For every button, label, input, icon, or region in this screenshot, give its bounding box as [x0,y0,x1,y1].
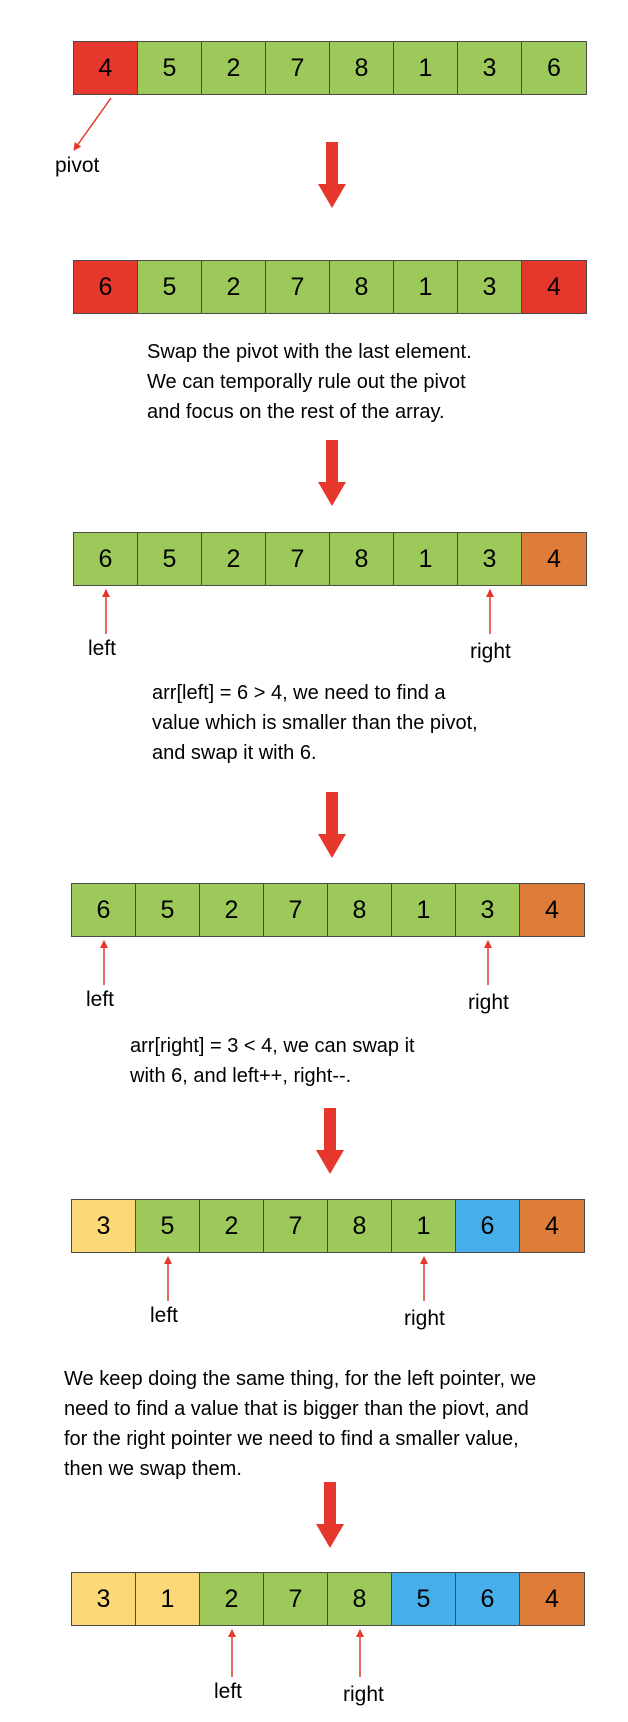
array-cell: 1 [394,261,458,313]
description-line: arr[right] = 3 < 4, we can swap it [130,1035,415,1057]
array-cell: 8 [328,1200,392,1252]
array-cell: 8 [330,533,394,585]
array-cell: 4 [522,261,586,313]
description-line: arr[left] = 6 > 4, we need to find a [152,682,446,704]
description-line: Swap the pivot with the last element. [147,341,472,363]
array-cell: 3 [456,884,520,936]
description-line: for the right pointer we need to find a … [64,1428,519,1450]
down-arrow-icon [318,792,346,858]
description-line: then we swap them. [64,1458,242,1480]
array-cell: 1 [136,1573,200,1625]
array-cell: 7 [266,533,330,585]
array-cell: 2 [200,1573,264,1625]
left-pointer-label: left [88,637,117,660]
array-cell: 4 [520,884,584,936]
right-pointer-label: right [404,1307,445,1330]
pivot-label: pivot [55,154,100,177]
right-pointer-label: right [470,640,511,663]
array-cell: 5 [138,533,202,585]
array-cell: 3 [72,1200,136,1252]
description-line: with 6, and left++, right--. [130,1065,352,1087]
array-cell: 3 [458,533,522,585]
array-cell: 7 [264,1200,328,1252]
array-cell: 5 [138,261,202,313]
array-cell: 3 [72,1573,136,1625]
array-cell: 2 [200,884,264,936]
array-cell: 7 [266,42,330,94]
left-pointer-label: left [150,1304,179,1327]
down-arrow-icon [318,440,346,506]
array-cell: 5 [138,42,202,94]
array-cell: 4 [74,42,138,94]
array-cell: 6 [522,42,586,94]
array-cell: 8 [330,261,394,313]
down-arrow-icon [318,142,346,208]
step-description: We keep doing the same thing, for the le… [64,1364,536,1484]
array-cell: 4 [520,1200,584,1252]
array-cell: 6 [74,261,138,313]
array-cell: 7 [264,1573,328,1625]
array-cell: 8 [328,1573,392,1625]
step-description: arr[left] = 6 > 4, we need to find a val… [152,678,478,768]
array-cell: 2 [200,1200,264,1252]
array-cell: 5 [136,884,200,936]
array-cell: 6 [456,1200,520,1252]
array-cell: 8 [330,42,394,94]
array-cell: 2 [202,261,266,313]
pivot-pointer-arrow [73,97,112,151]
step-description: Swap the pivot with the last element. We… [147,337,472,427]
right-pointer-label: right [343,1683,384,1706]
array-cell: 2 [202,533,266,585]
description-line: value which is smaller than the pivot, [152,712,478,734]
array-cell: 6 [74,533,138,585]
left-pointer-label: left [214,1680,243,1703]
array-cell: 3 [458,261,522,313]
down-arrow-icon [316,1108,344,1174]
description-line: and swap it with 6. [152,742,317,764]
array-cell: 5 [392,1573,456,1625]
array-cell: 7 [266,261,330,313]
array-cell: 7 [264,884,328,936]
array-cell: 1 [394,533,458,585]
array-cell: 6 [72,884,136,936]
array-cell: 1 [394,42,458,94]
array-cell: 4 [522,533,586,585]
description-line: need to find a value that is bigger than… [64,1398,529,1420]
step-description: arr[right] = 3 < 4, we can swap it with … [130,1031,415,1091]
array-cell: 4 [520,1573,584,1625]
description-line: We can temporally rule out the pivot [147,371,466,393]
array-cell: 1 [392,884,456,936]
description-line: and focus on the rest of the array. [147,401,445,423]
array-cell: 6 [456,1573,520,1625]
description-line: We keep doing the same thing, for the le… [64,1368,537,1390]
array-cell: 1 [392,1200,456,1252]
left-pointer-label: left [86,988,115,1011]
right-pointer-label: right [468,991,509,1014]
array-cell: 8 [328,884,392,936]
array-cell: 2 [202,42,266,94]
down-arrow-icon [316,1482,344,1548]
array-cell: 5 [136,1200,200,1252]
array-cell: 3 [458,42,522,94]
